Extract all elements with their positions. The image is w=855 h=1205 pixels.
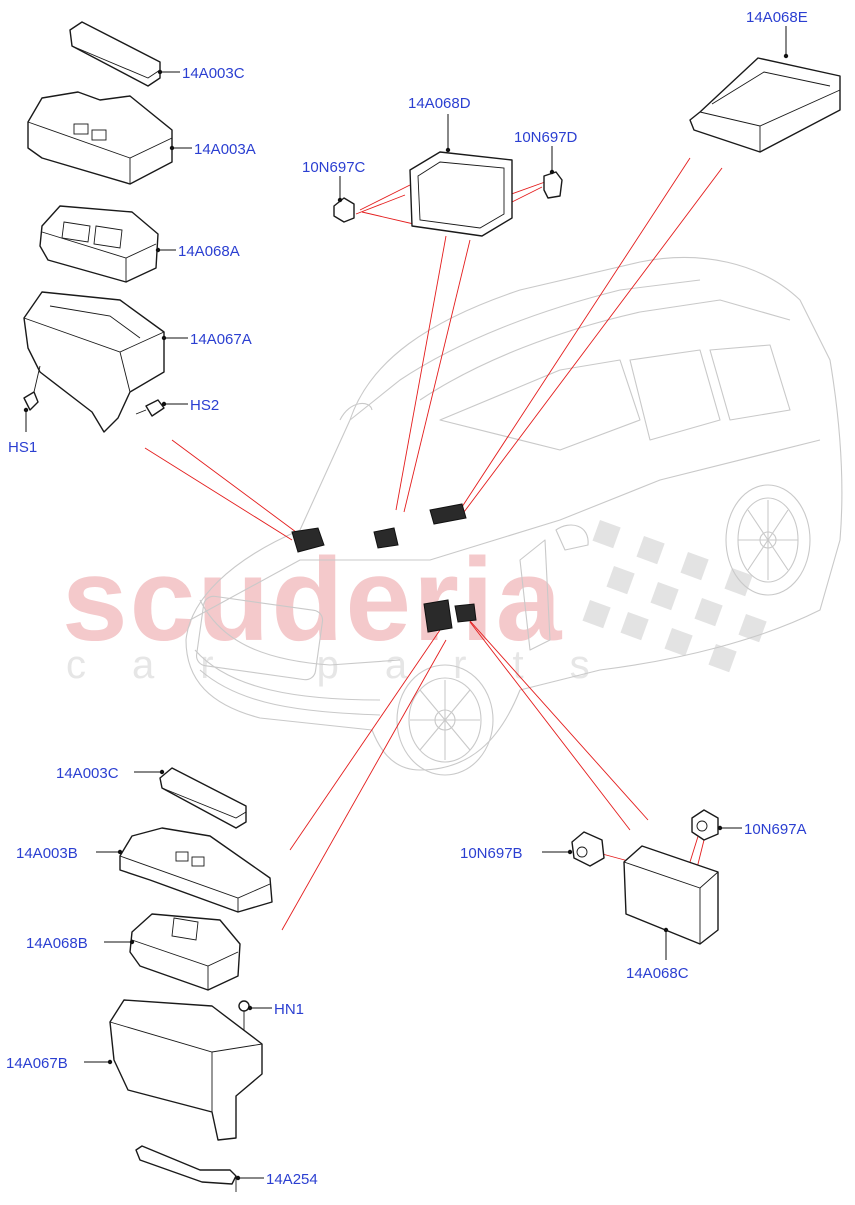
label-HS1[interactable]: HS1 [8,439,37,456]
part-10N697C [333,197,355,223]
watermark-sub: car parts [66,643,636,687]
part-10N697D [543,171,563,199]
label-14A068A[interactable]: 14A068A [178,243,240,260]
part-labels: 14A003C 14A003A 14A068A 14A067A HS2 HS1 … [6,9,808,1188]
part-14A254-bracket [135,1145,237,1192]
label-HS2[interactable]: HS2 [190,397,219,414]
callout-lines [144,157,723,931]
part-14A067A [23,291,165,433]
watermark-checker [582,520,767,673]
part-10N697B [571,831,605,867]
label-14A003C-bottom[interactable]: 14A003C [56,765,119,782]
watermark-brand: scuderia [62,534,563,666]
label-14A067B[interactable]: 14A067B [6,1055,68,1072]
part-HS1-screw [23,365,41,411]
part-HS2-screw [135,399,165,417]
label-14A003A[interactable]: 14A003A [194,141,256,158]
label-14A068B[interactable]: 14A068B [26,935,88,952]
label-14A068D[interactable]: 14A068D [408,95,471,112]
part-14A068E [689,57,841,153]
watermark: scuderia car parts [62,520,767,687]
label-14A003C-top[interactable]: 14A003C [182,65,245,82]
vehicle-outline [185,257,843,776]
part-14A068D [409,151,513,237]
leader-lines [23,26,789,1181]
part-14A067B [109,999,263,1141]
part-14A003A [27,91,173,185]
part-14A003B [119,827,273,913]
label-10N697A[interactable]: 10N697A [744,821,807,838]
part-14A003C-top [69,21,161,87]
label-14A068C[interactable]: 14A068C [626,965,689,982]
label-14A254[interactable]: 14A254 [266,1171,318,1188]
label-10N697D[interactable]: 10N697D [514,129,578,146]
part-14A068C [623,845,719,945]
part-14A068A [39,205,159,283]
label-HN1[interactable]: HN1 [274,1001,304,1018]
label-10N697C[interactable]: 10N697C [302,159,366,176]
part-14A068B [129,913,241,991]
part-14A003C-bottom [159,767,247,829]
vehicle-parts [291,503,477,633]
part-HN1-screw [238,1000,250,1030]
label-14A003B[interactable]: 14A003B [16,845,78,862]
label-10N697B[interactable]: 10N697B [460,845,523,862]
label-14A067A[interactable]: 14A067A [190,331,252,348]
part-10N697A [691,809,719,841]
label-14A068E[interactable]: 14A068E [746,9,808,26]
